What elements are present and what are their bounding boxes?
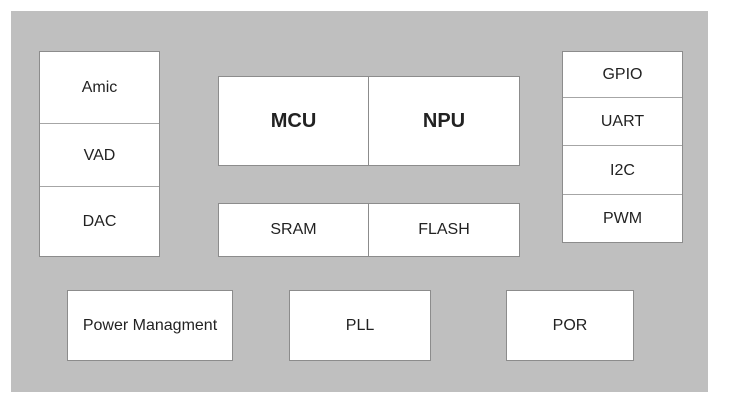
divider bbox=[563, 97, 682, 98]
npu-label: NPU bbox=[422, 109, 466, 132]
divider bbox=[40, 123, 159, 124]
power-management-block: Power Managment bbox=[67, 290, 233, 361]
por-block: POR bbox=[506, 290, 634, 361]
pwm-label: PWM bbox=[602, 210, 643, 227]
audio-block-group: Amic VAD DAC bbox=[39, 51, 160, 257]
por-label: POR bbox=[552, 316, 588, 334]
mcu-block: MCU bbox=[218, 76, 369, 166]
flash-block: FLASH bbox=[368, 203, 520, 257]
sram-block: SRAM bbox=[218, 203, 369, 257]
dac-block: DAC bbox=[40, 187, 159, 257]
mcu-label: MCU bbox=[270, 109, 317, 132]
gpio-block: GPIO bbox=[563, 52, 682, 98]
power-management-label: Power Managment bbox=[82, 316, 218, 334]
amic-block: Amic bbox=[40, 52, 159, 124]
uart-block: UART bbox=[563, 98, 682, 146]
io-block-group: GPIO UART I2C PWM bbox=[562, 51, 683, 243]
flash-label: FLASH bbox=[418, 221, 470, 238]
divider bbox=[40, 186, 159, 187]
sram-label: SRAM bbox=[270, 221, 317, 238]
vad-block: VAD bbox=[40, 124, 159, 187]
amic-label: Amic bbox=[81, 79, 118, 96]
pll-label: PLL bbox=[345, 316, 375, 334]
uart-label: UART bbox=[600, 113, 645, 130]
i2c-block: I2C bbox=[563, 146, 682, 195]
dac-label: DAC bbox=[82, 213, 117, 230]
vad-label: VAD bbox=[83, 146, 116, 164]
pwm-block: PWM bbox=[563, 195, 682, 243]
npu-block: NPU bbox=[368, 76, 520, 166]
gpio-label: GPIO bbox=[602, 66, 643, 83]
diagram-canvas: Amic VAD DAC MCU NPU SRAM FLASH GPIO UAR… bbox=[11, 11, 708, 392]
pll-block: PLL bbox=[289, 290, 431, 361]
divider bbox=[563, 145, 682, 146]
divider bbox=[563, 194, 682, 195]
i2c-label: I2C bbox=[610, 161, 635, 179]
